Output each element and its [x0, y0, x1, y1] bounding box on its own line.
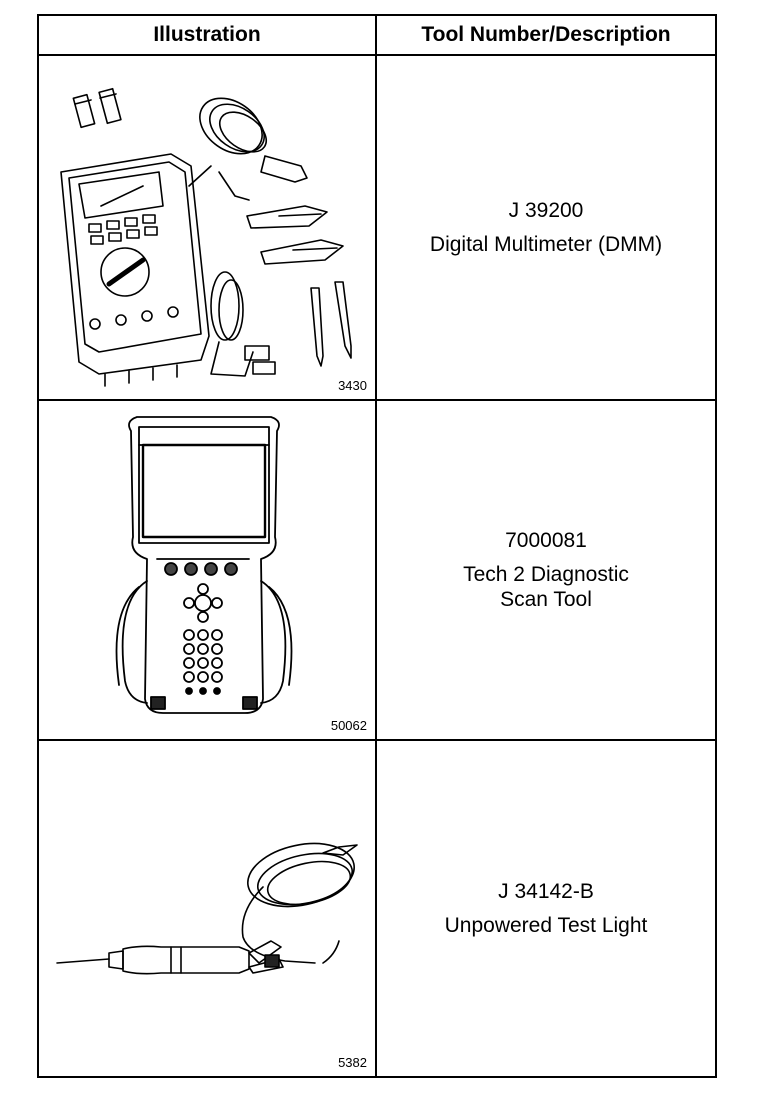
- column-divider: [375, 16, 377, 1076]
- header-tool-description: Tool Number/Description: [421, 23, 671, 46]
- table-row: 5382 J 34142-B Unpowered Test Light: [39, 741, 715, 1076]
- figure-number: 50062: [330, 718, 367, 733]
- scan-tool-icon: [115, 416, 293, 714]
- tool-description-line: Unpowered Test Light: [444, 914, 648, 937]
- tool-description-cell: 7000081 Tech 2 Diagnostic Scan Tool: [377, 401, 715, 739]
- table-row: 3430 J 39200 Digital Multimeter (DMM): [39, 56, 715, 401]
- tool-table: Illustration Tool Number/Description: [37, 14, 717, 1078]
- illustration-cell: 5382: [39, 741, 375, 1076]
- figure-number: 3430: [338, 378, 367, 393]
- illustration-cell: 50062: [39, 401, 375, 739]
- figure-number: 5382: [338, 1055, 367, 1070]
- tool-description-cell: J 34142-B Unpowered Test Light: [377, 741, 715, 1076]
- tool-description-line: Scan Tool: [500, 588, 592, 611]
- table-header: Illustration Tool Number/Description: [39, 16, 715, 56]
- tool-description-line: Tech 2 Diagnostic: [463, 563, 629, 586]
- table-row: 50062 7000081 Tech 2 Diagnostic Scan Too…: [39, 401, 715, 741]
- tool-number: J 34142-B: [498, 880, 594, 903]
- tool-description-line: Digital Multimeter (DMM): [429, 233, 663, 256]
- tool-number: 7000081: [505, 529, 587, 552]
- header-illustration: Illustration: [153, 23, 261, 46]
- tool-description-cell: J 39200 Digital Multimeter (DMM): [377, 56, 715, 399]
- illustration-cell: 3430: [39, 56, 375, 399]
- test-light-icon: [56, 842, 358, 975]
- digital-multimeter-icon: [60, 87, 352, 387]
- tool-number: J 39200: [508, 199, 584, 222]
